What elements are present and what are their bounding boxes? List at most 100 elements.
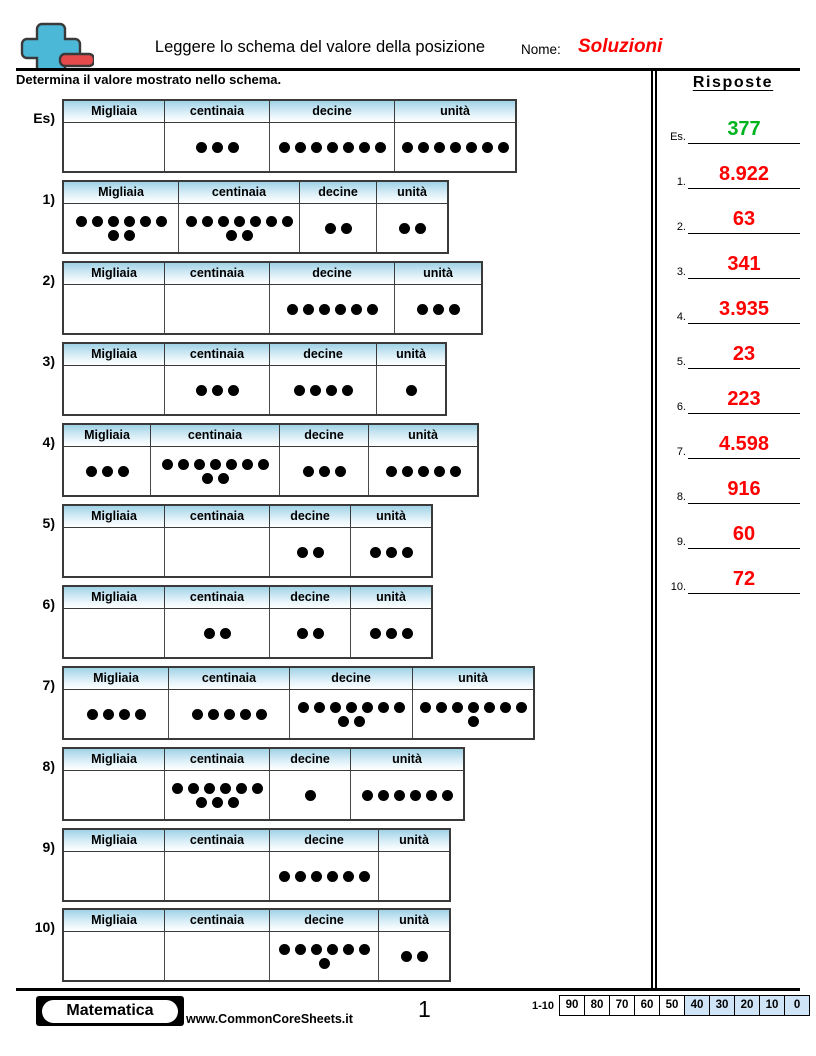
dot-cell-decine[interactable] [279, 446, 369, 497]
dot-cell-centinaia[interactable] [150, 446, 280, 497]
column-divider [651, 68, 657, 988]
dot-group [274, 943, 374, 969]
dot-cell-migliaia[interactable] [62, 931, 165, 982]
dot-cell-migliaia[interactable] [62, 770, 165, 821]
counter-dot [345, 701, 357, 713]
dot-cell-centinaia[interactable] [168, 689, 290, 740]
dot-cell-centinaia[interactable] [164, 122, 270, 173]
counter-dot [342, 943, 354, 955]
dot-cell-migliaia[interactable] [62, 608, 165, 659]
counter-dot [499, 701, 511, 713]
column-header-centinaia: centinaia [164, 828, 270, 852]
column-header-decine: decine [269, 828, 379, 852]
column-header-decine: decine [269, 99, 395, 123]
dot-group [294, 701, 408, 727]
answer-blank-line[interactable] [688, 143, 800, 144]
dot-cell-decine[interactable] [289, 689, 413, 740]
dot-cell-decine[interactable] [269, 284, 395, 335]
counter-dot [325, 384, 337, 396]
dot-cell-decine[interactable] [269, 851, 379, 902]
dot-cell-migliaia[interactable] [62, 203, 179, 254]
counter-dot [358, 943, 370, 955]
dot-cell-unità[interactable] [350, 608, 433, 659]
dot-cell-centinaia[interactable] [178, 203, 300, 254]
answer-number: 4. [676, 311, 686, 323]
answer-blank-line[interactable] [688, 548, 800, 549]
counter-dot [326, 141, 338, 153]
dot-group [399, 141, 511, 153]
answer-value: 377 [727, 118, 761, 140]
score-scale-label: 1-10 [532, 999, 555, 1012]
dot-cell-decine[interactable] [269, 931, 379, 982]
dot-cell-decine[interactable] [269, 365, 377, 416]
dot-cell-decine[interactable] [269, 770, 351, 821]
counter-dot [107, 215, 119, 227]
dot-cell-decine[interactable] [269, 122, 395, 173]
column-header-decine: decine [269, 504, 351, 528]
answer-blank-line[interactable] [688, 593, 800, 594]
dot-cell-centinaia[interactable] [164, 284, 270, 335]
counter-dot [432, 303, 444, 315]
dot-cell-migliaia[interactable] [62, 365, 165, 416]
dot-cell-migliaia[interactable] [62, 446, 151, 497]
answer-blank-line[interactable] [688, 233, 800, 234]
answer-row: 5.23 [658, 325, 802, 369]
score-box-10: 10 [760, 996, 786, 1015]
column-header-migliaia: Migliaia [62, 504, 165, 528]
dot-cell-unità[interactable] [378, 851, 451, 902]
dot-cell-decine[interactable] [269, 527, 351, 578]
dot-cell-centinaia[interactable] [164, 851, 270, 902]
dot-cell-migliaia[interactable] [62, 689, 169, 740]
column-header-centinaia: centinaia [164, 747, 270, 771]
dot-cell-unità[interactable] [376, 365, 447, 416]
dot-cell-unità[interactable] [394, 284, 483, 335]
answer-row: 10.72 [658, 550, 802, 594]
dot-group [68, 215, 174, 241]
answer-number: 5. [676, 356, 686, 368]
counter-dot [91, 215, 103, 227]
dot-cell-migliaia[interactable] [62, 851, 165, 902]
answer-blank-line[interactable] [688, 188, 800, 189]
column-header-centinaia: centinaia [164, 585, 270, 609]
dot-cell-centinaia[interactable] [164, 608, 270, 659]
dot-cell-migliaia[interactable] [62, 527, 165, 578]
dot-cell-migliaia[interactable] [62, 122, 165, 173]
counter-dot [425, 789, 437, 801]
dot-group [373, 465, 473, 477]
dot-cell-unità[interactable] [412, 689, 535, 740]
counter-dot [217, 215, 229, 227]
problem-number: Es) [33, 110, 55, 126]
dot-cell-centinaia[interactable] [164, 931, 270, 982]
answer-blank-line[interactable] [688, 413, 800, 414]
answer-number: 2. [676, 221, 686, 233]
answer-blank-line[interactable] [688, 278, 800, 279]
column-header-decine: decine [269, 585, 351, 609]
answer-blank-line[interactable] [688, 503, 800, 504]
dot-cell-centinaia[interactable] [164, 527, 270, 578]
counter-dot [225, 229, 237, 241]
answer-blank-line[interactable] [688, 323, 800, 324]
dot-cell-unità[interactable] [378, 931, 451, 982]
dot-cell-unità[interactable] [350, 770, 465, 821]
answer-blank-line[interactable] [688, 458, 800, 459]
counter-dot [296, 627, 308, 639]
dot-cell-unità[interactable] [350, 527, 433, 578]
dot-cell-centinaia[interactable] [164, 770, 270, 821]
dot-cell-unità[interactable] [368, 446, 479, 497]
answer-value: 23 [732, 343, 756, 365]
dot-cell-unità[interactable] [376, 203, 449, 254]
score-box-80: 80 [585, 996, 611, 1015]
counter-dot [85, 465, 97, 477]
answer-blank-line[interactable] [688, 368, 800, 369]
dot-cell-centinaia[interactable] [164, 365, 270, 416]
dot-cell-migliaia[interactable] [62, 284, 165, 335]
dot-group [284, 465, 364, 477]
dot-cell-unità[interactable] [394, 122, 517, 173]
dot-cell-decine[interactable] [269, 608, 351, 659]
dot-cell-decine[interactable] [299, 203, 377, 254]
problem-number: 6) [42, 596, 55, 612]
